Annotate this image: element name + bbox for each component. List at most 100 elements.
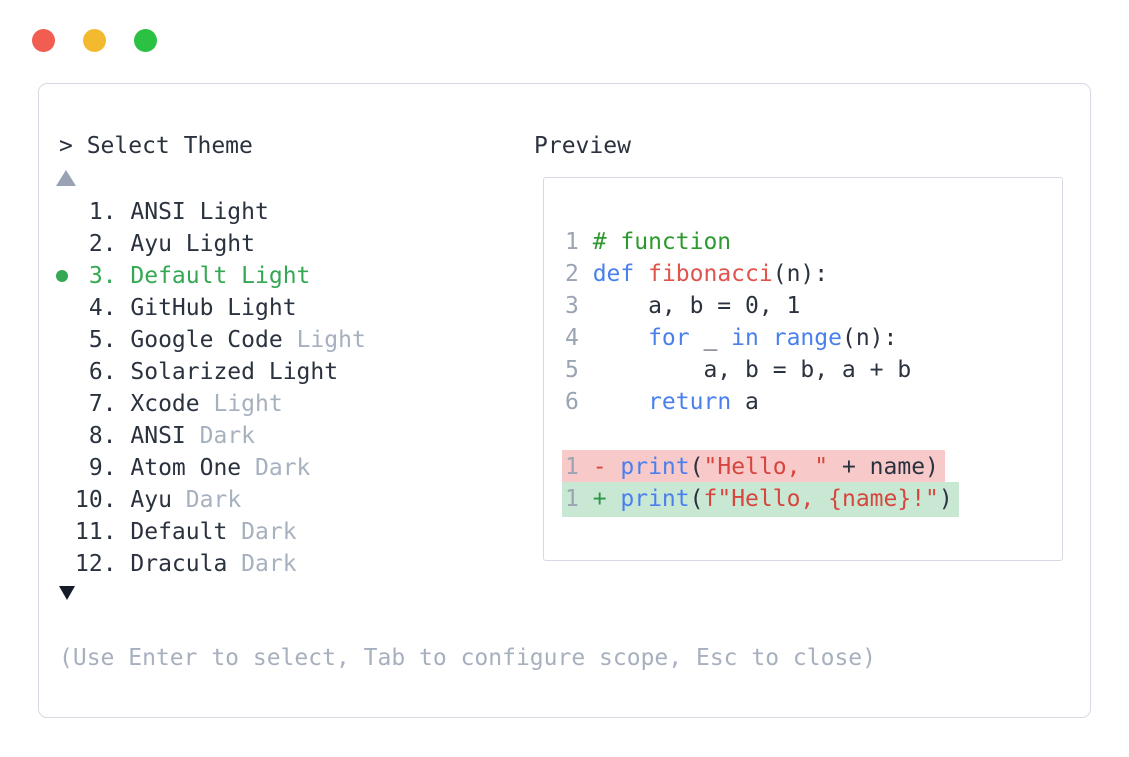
code-token: a, b = b, a + b (592, 357, 912, 383)
code-line: 2 def fibonacci(n): (565, 258, 959, 290)
footer-hint: (Use Enter to select, Tab to configure s… (59, 645, 876, 671)
theme-list-item[interactable]: 8. ANSI Dark (39, 420, 509, 452)
theme-list-item[interactable]: 5. Google Code Light (39, 324, 509, 356)
window-controls (32, 29, 176, 52)
theme-list-item[interactable]: 12. Dracula Dark (39, 548, 509, 580)
code-token: ) (938, 486, 953, 512)
select-theme-prompt: > Select Theme (59, 133, 253, 159)
theme-item-number: 6. (88, 359, 117, 385)
theme-item-label: Atom One Dark (130, 455, 311, 481)
code-token (593, 325, 648, 351)
theme-item-variant: Dark (199, 423, 256, 449)
code-line: 1- print("Hello, " + name) (562, 450, 959, 485)
code-line: 5 a, b = b, a + b (565, 354, 959, 386)
code-token: (n): (772, 261, 829, 287)
code-token: a (731, 389, 759, 415)
theme-item-variant: Light (296, 327, 366, 353)
theme-item-label: Default Light (130, 263, 311, 289)
code-token: in (731, 325, 759, 351)
code-token: f"Hello, {name}!" (703, 486, 939, 512)
code-line: 6 return a (565, 386, 959, 418)
theme-list-item[interactable]: 9. Atom One Dark (39, 452, 509, 484)
theme-item-label: GitHub Light (130, 295, 297, 321)
code-token: range (772, 325, 842, 351)
code-token: + name) (828, 454, 939, 480)
theme-list-item[interactable]: 2.Ayu Light (39, 228, 509, 260)
line-number: 1 (565, 486, 579, 512)
theme-item-number: 7. (88, 391, 117, 417)
code-token (759, 325, 773, 351)
theme-item-number: 11. (75, 519, 117, 545)
theme-item-number: 8. (88, 423, 117, 449)
theme-item-label: ANSI Dark (130, 423, 256, 449)
maximize-button[interactable] (134, 29, 158, 52)
theme-list-item[interactable]: 10. Ayu Dark (39, 484, 509, 516)
code-line (565, 418, 959, 450)
line-number: 3 (565, 293, 579, 319)
code-token: "Hello, " (703, 454, 829, 480)
theme-item-variant: Light (213, 391, 283, 417)
code-token: - (592, 454, 621, 480)
preview-label: Preview (534, 133, 631, 159)
theme-item-number: 2. (88, 231, 117, 257)
code-token: def (592, 261, 635, 287)
theme-item-variant: Dark (241, 551, 297, 577)
code-token: print (620, 486, 690, 512)
theme-list-item[interactable]: 11.Default Dark (39, 516, 509, 548)
code-line: 1 + print(f"Hello, {name}!") (562, 482, 959, 517)
theme-item-number: 12. (75, 551, 117, 577)
theme-list-item[interactable]: 7. Xcode Light (39, 388, 509, 420)
code-token: a, b = 0, 1 (592, 293, 801, 319)
theme-item-number: 5. (88, 327, 117, 353)
code-token: ( (689, 454, 704, 480)
theme-list-item[interactable]: 4. GitHub Light (39, 292, 509, 324)
code-token: fibonacci (648, 261, 773, 287)
line-number: 2 (565, 261, 579, 287)
code-token: _ (689, 325, 732, 351)
code-line: 3 a, b = 0, 1 (565, 290, 959, 322)
scroll-down-icon[interactable] (59, 586, 75, 600)
theme-item-number: 1. (88, 199, 117, 225)
theme-item-label: Xcode Light (130, 391, 283, 417)
theme-item-number: 9. (88, 455, 117, 481)
code-line: 4 for _ in range(n): (565, 322, 959, 354)
code-token: (n): (841, 325, 898, 351)
code-token: + (592, 486, 621, 512)
theme-item-variant: Dark (255, 455, 311, 481)
minimize-button[interactable] (83, 29, 107, 52)
line-number: 6 (565, 389, 579, 415)
theme-list-item[interactable]: 3. Default Light (39, 260, 509, 292)
theme-list: 1. ANSI Light 2.Ayu Light 3. Default Light 4.… (39, 196, 509, 580)
line-number: 4 (565, 325, 579, 351)
diff-removed-highlight: 1- print("Hello, " + name) (562, 450, 945, 485)
theme-list-item[interactable]: 6. Solarized Light (39, 356, 509, 388)
theme-item-number: 3. (88, 263, 117, 289)
code-token: return (648, 389, 732, 415)
line-number: 1 (565, 454, 579, 480)
code-line: 1 # function (565, 226, 959, 258)
theme-item-label: Google Code Light (130, 327, 366, 353)
code-token (634, 261, 648, 287)
code-token: ( (689, 486, 704, 512)
theme-item-number: 10. (75, 487, 117, 513)
theme-item-label: Solarized Light (130, 359, 339, 385)
theme-list-item[interactable]: 1. ANSI Light (39, 196, 509, 228)
theme-item-label: Dracula Dark (130, 551, 297, 577)
close-button[interactable] (32, 29, 55, 52)
theme-item-label: Ayu Dark (130, 487, 242, 513)
selected-dot-icon (56, 270, 68, 282)
code-token (593, 389, 648, 415)
code-token: print (620, 454, 690, 480)
theme-item-variant: Dark (185, 487, 242, 513)
theme-item-number: 4. (88, 295, 117, 321)
line-number: 5 (565, 357, 579, 383)
scroll-up-icon[interactable] (56, 170, 76, 186)
theme-item-variant: Dark (241, 519, 297, 545)
line-number: 1 (565, 229, 579, 255)
theme-item-label: ANSI Light (130, 199, 269, 225)
code-token: # function (592, 229, 732, 255)
